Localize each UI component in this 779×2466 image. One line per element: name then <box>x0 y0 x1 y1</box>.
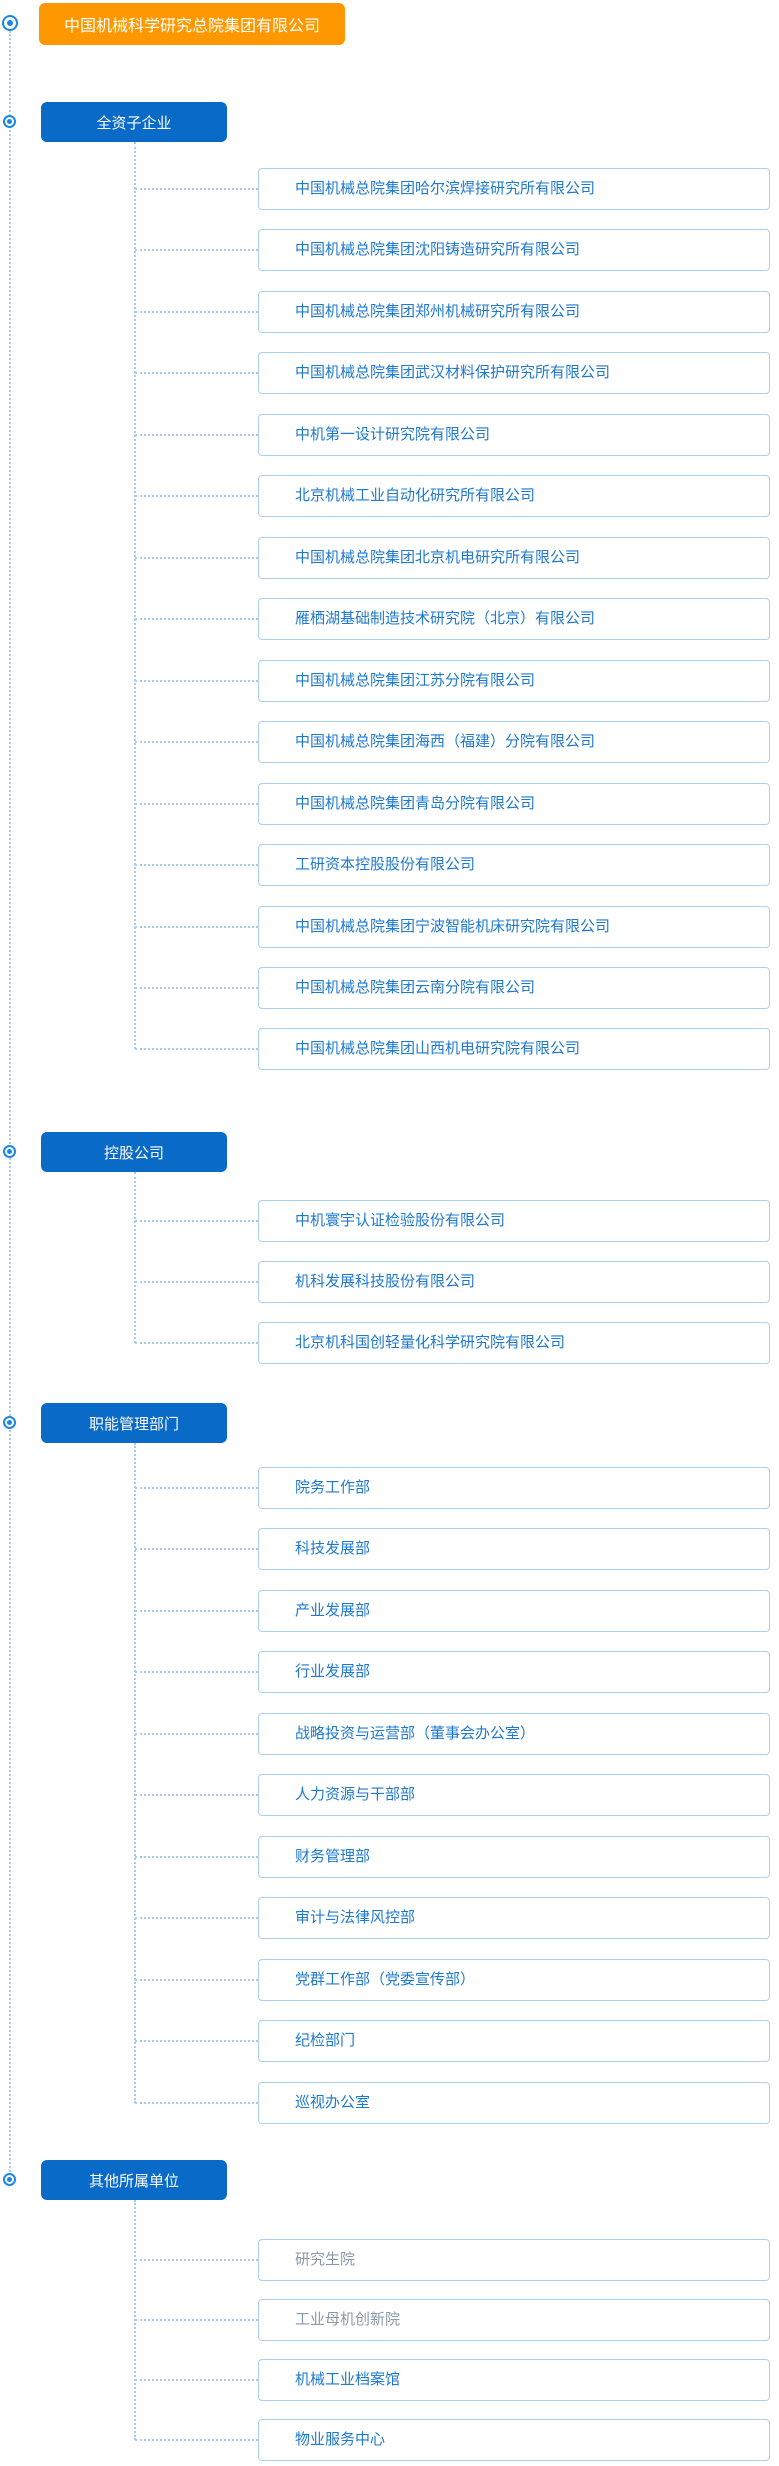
org-item[interactable]: 中国机械总院集团海西（福建）分院有限公司 <box>258 721 770 763</box>
connector-line <box>135 1671 258 1673</box>
section-button-holding-companies[interactable]: 控股公司 <box>41 1132 227 1172</box>
connector-line <box>135 2259 258 2261</box>
section-button-other-units[interactable]: 其他所属单位 <box>41 2160 227 2200</box>
org-item[interactable]: 物业服务中心 <box>258 2419 770 2461</box>
connector-line <box>135 1220 258 1222</box>
connector-line <box>135 2319 258 2321</box>
connector-line <box>135 1487 258 1489</box>
org-item[interactable]: 党群工作部（党委宣传部） <box>258 1959 770 2001</box>
org-item[interactable]: 中国机械总院集团沈阳铸造研究所有限公司 <box>258 229 770 271</box>
section-connector-line <box>134 1443 136 2103</box>
org-item[interactable]: 财务管理部 <box>258 1836 770 1878</box>
org-item[interactable]: 行业发展部 <box>258 1651 770 1693</box>
connector-line <box>135 249 258 251</box>
connector-line <box>135 926 258 928</box>
connector-line <box>135 372 258 374</box>
org-item[interactable]: 研究生院 <box>258 2239 770 2281</box>
section-button-departments[interactable]: 职能管理部门 <box>41 1403 227 1443</box>
org-item[interactable]: 北京机科国创轻量化科学研究院有限公司 <box>258 1322 770 1364</box>
connector-line <box>135 864 258 866</box>
connector-line <box>135 987 258 989</box>
org-item[interactable]: 中国机械总院集团北京机电研究所有限公司 <box>258 537 770 579</box>
org-item[interactable]: 中国机械总院集团哈尔滨焊接研究所有限公司 <box>258 168 770 210</box>
connector-line <box>135 1794 258 1796</box>
connector-line <box>135 495 258 497</box>
connector-line <box>135 1048 258 1050</box>
trunk-connector-line <box>9 31 11 2180</box>
connector-line <box>135 680 258 682</box>
connector-line <box>135 311 258 313</box>
org-item[interactable]: 中国机械总院集团宁波智能机床研究院有限公司 <box>258 906 770 948</box>
connector-line <box>135 1281 258 1283</box>
connector-line <box>135 2379 258 2381</box>
org-item[interactable]: 机科发展科技股份有限公司 <box>258 1261 770 1303</box>
org-item[interactable]: 审计与法律风控部 <box>258 1897 770 1939</box>
connector-line <box>135 1610 258 1612</box>
section-node-icon <box>3 2173 16 2186</box>
connector-line <box>135 434 258 436</box>
org-item[interactable]: 雁栖湖基础制造技术研究院（北京）有限公司 <box>258 598 770 640</box>
section-button-wholly-owned[interactable]: 全资子企业 <box>41 102 227 142</box>
connector-line <box>135 1917 258 1919</box>
connector-line <box>135 1733 258 1735</box>
org-item[interactable]: 产业发展部 <box>258 1590 770 1632</box>
org-item[interactable]: 中国机械总院集团云南分院有限公司 <box>258 967 770 1009</box>
section-connector-line <box>134 1172 136 1343</box>
connector-line <box>135 2439 258 2441</box>
org-item[interactable]: 科技发展部 <box>258 1528 770 1570</box>
connector-line <box>135 803 258 805</box>
org-item[interactable]: 院务工作部 <box>258 1467 770 1509</box>
org-item[interactable]: 巡视办公室 <box>258 2082 770 2124</box>
org-item[interactable]: 中机第一设计研究院有限公司 <box>258 414 770 456</box>
org-item[interactable]: 中国机械总院集团山西机电研究院有限公司 <box>258 1028 770 1070</box>
org-item[interactable]: 机械工业档案馆 <box>258 2359 770 2401</box>
org-item[interactable]: 中国机械总院集团郑州机械研究所有限公司 <box>258 291 770 333</box>
section-node-icon <box>3 1416 16 1429</box>
connector-line <box>135 618 258 620</box>
org-item[interactable]: 中国机械总院集团江苏分院有限公司 <box>258 660 770 702</box>
connector-line <box>135 2102 258 2104</box>
connector-line <box>135 1856 258 1858</box>
org-item[interactable]: 人力资源与干部部 <box>258 1774 770 1816</box>
org-item[interactable]: 中国机械总院集团青岛分院有限公司 <box>258 783 770 825</box>
section-node-icon <box>3 1145 16 1158</box>
section-node-icon <box>3 115 16 128</box>
org-item[interactable]: 战略投资与运营部（董事会办公室） <box>258 1713 770 1755</box>
connector-line <box>135 1979 258 1981</box>
org-item[interactable]: 纪检部门 <box>258 2020 770 2062</box>
org-item[interactable]: 工业母机创新院 <box>258 2299 770 2341</box>
org-item[interactable]: 中机寰宇认证检验股份有限公司 <box>258 1200 770 1242</box>
org-item[interactable]: 中国机械总院集团武汉材料保护研究所有限公司 <box>258 352 770 394</box>
connector-line <box>135 2040 258 2042</box>
section-connector-line <box>134 142 136 1049</box>
org-item[interactable]: 工研资本控股股份有限公司 <box>258 844 770 886</box>
connector-line <box>135 1548 258 1550</box>
connector-line <box>135 741 258 743</box>
connector-line <box>135 188 258 190</box>
root-node-icon <box>2 15 18 31</box>
connector-line <box>135 557 258 559</box>
connector-line <box>135 1342 258 1344</box>
org-item[interactable]: 北京机械工业自动化研究所有限公司 <box>258 475 770 517</box>
root-org-button[interactable]: 中国机械科学研究总院集团有限公司 <box>39 3 345 45</box>
